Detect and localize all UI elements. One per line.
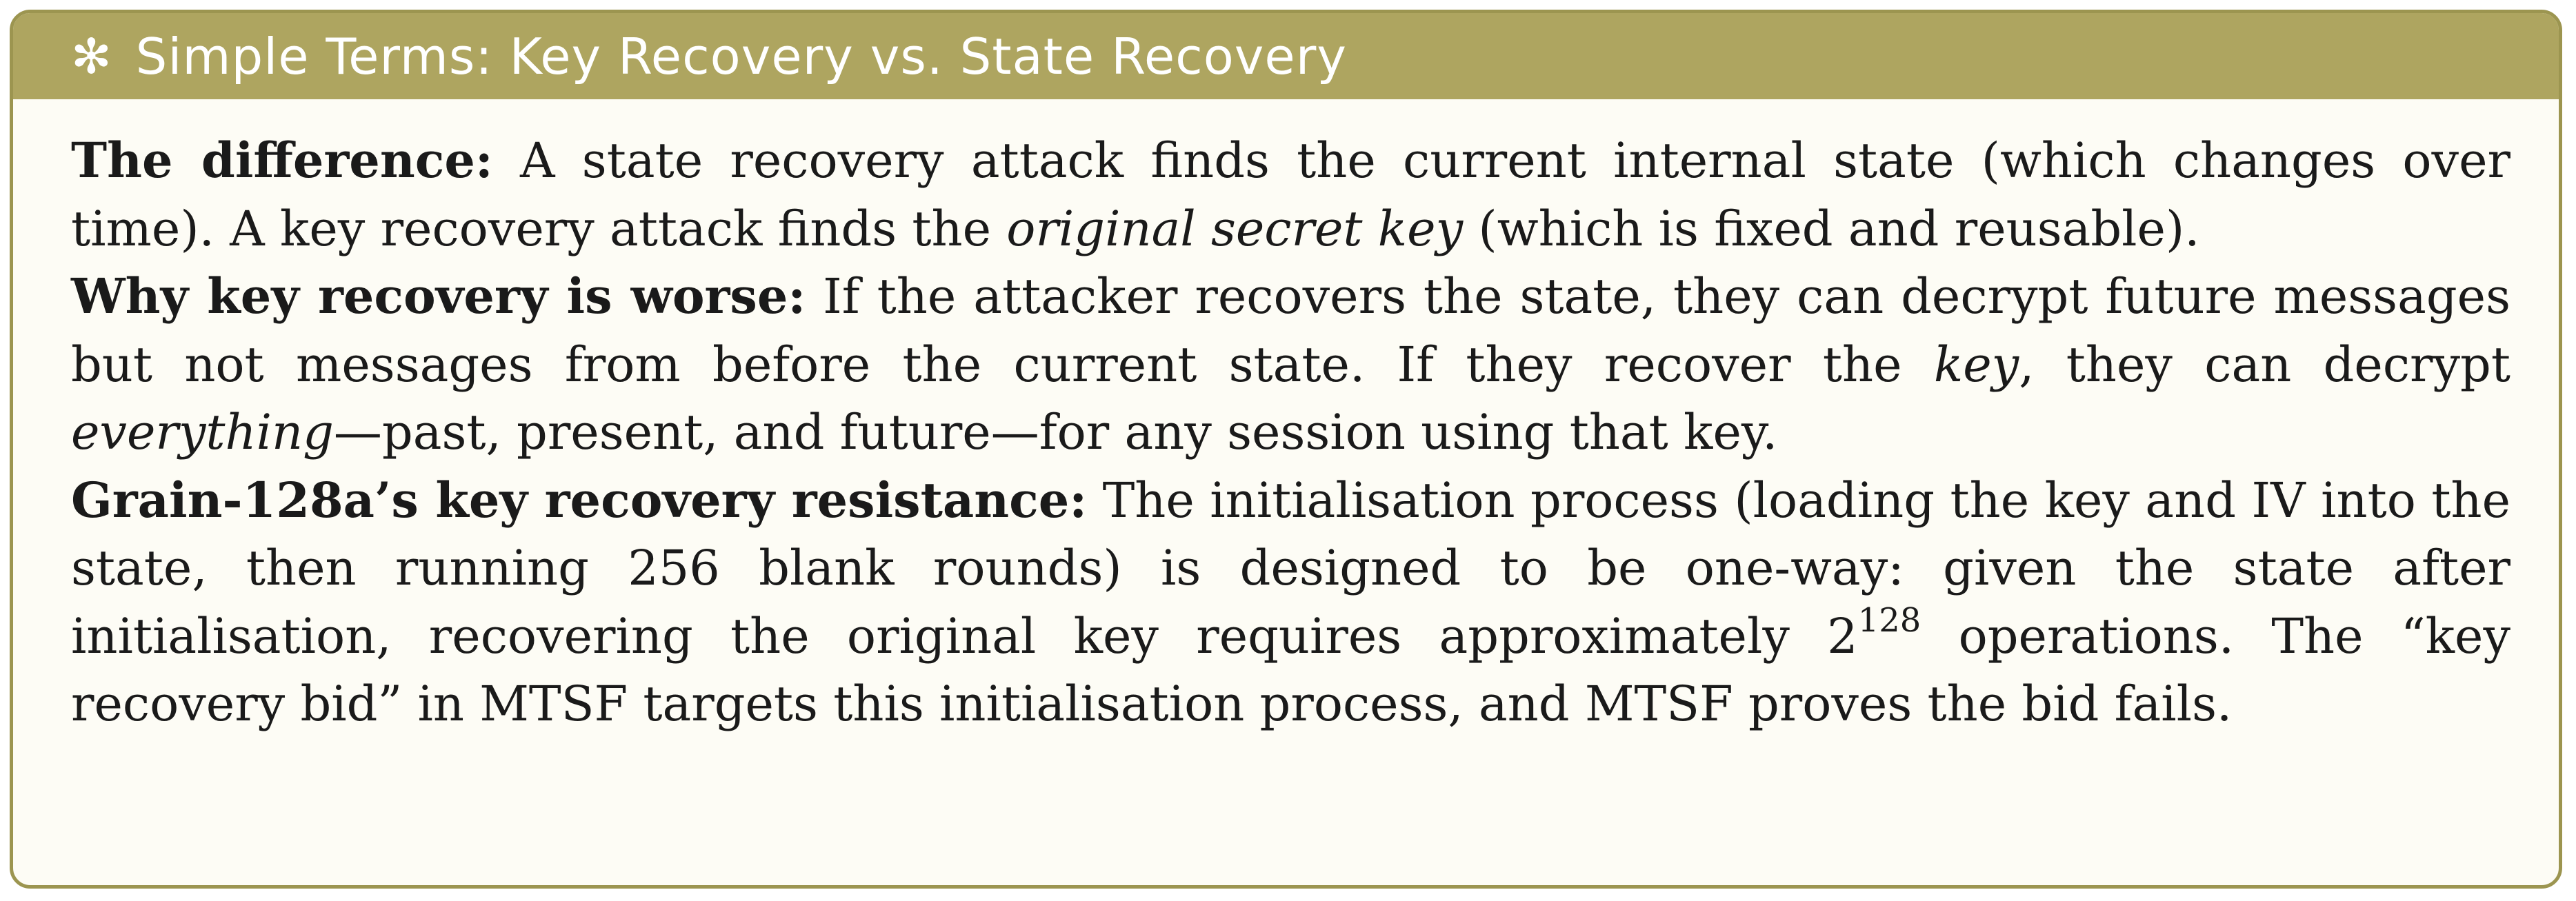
label-why-worse: Why key recovery is worse:	[71, 267, 806, 325]
emphasis-original-secret-key: original secret key	[1006, 200, 1464, 257]
label-resistance: Grain-128a’s key recovery resistance:	[71, 471, 1088, 529]
text-segment: —past, present, and future—for any sessi…	[333, 404, 1778, 460]
emphasis-everything: everything	[71, 404, 334, 460]
text-segment: The initialisation process (loading the …	[71, 472, 2510, 665]
text-segment: , they can decrypt	[2019, 336, 2510, 393]
asterisk-icon: ✻	[71, 28, 112, 85]
label-difference: The difference:	[71, 132, 493, 189]
emphasis-key: key	[1933, 336, 2019, 393]
box-title: Simple Terms: Key Recovery vs. State Rec…	[135, 27, 1347, 85]
simple-terms-box: ✻ Simple Terms: Key Recovery vs. State R…	[10, 10, 2562, 889]
text-segment: If the attacker recovers the state, they…	[71, 268, 2510, 393]
box-body: The difference: A state recovery attack …	[13, 99, 2559, 738]
paragraph-difference: The difference: A state recovery attack …	[71, 127, 2510, 263]
text-segment: A state recovery attack finds the curren…	[71, 132, 2510, 257]
paragraph-resistance: Grain-128a’s key recovery resistance: Th…	[71, 467, 2510, 738]
box-header: ✻ Simple Terms: Key Recovery vs. State R…	[13, 13, 2559, 99]
text-segment: (which is fixed and reusable).	[1463, 200, 2200, 257]
paragraph-why-worse: Why key recovery is worse: If the attack…	[71, 263, 2510, 467]
text-segment: operations. The “key recovery bid” in MT…	[71, 607, 2510, 733]
exponent-128: 128	[1857, 601, 1921, 640]
